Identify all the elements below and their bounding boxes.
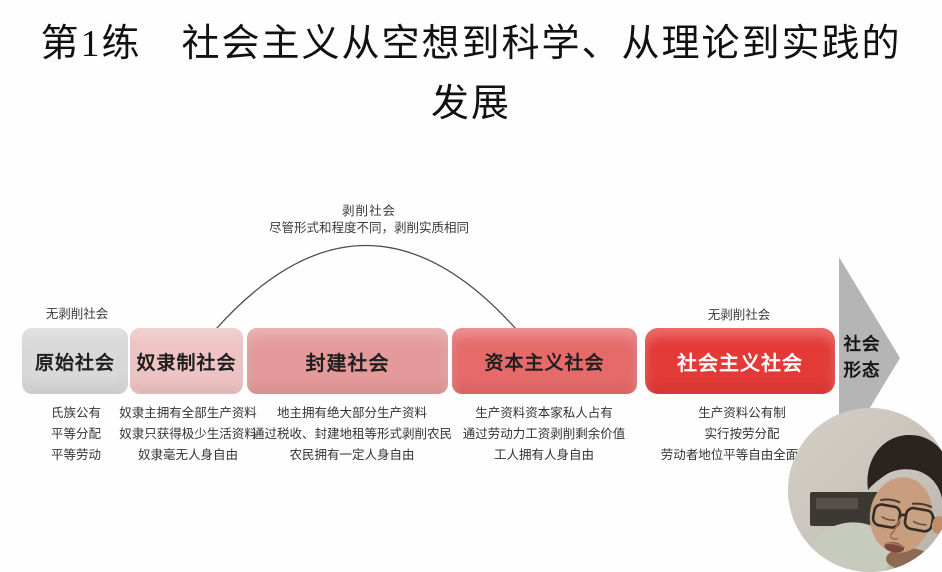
arrow-label-line-1: 社会: [843, 334, 881, 354]
ear: [931, 516, 942, 534]
desc-line: 奴隶毫无人身自由: [137, 448, 239, 462]
presenter-illustration: [788, 408, 942, 572]
desc-line: 生产资料资本家私人占有: [475, 406, 613, 420]
desc-line: 工人拥有人身自由: [493, 448, 595, 462]
stage-label-3: 封建社会: [305, 352, 390, 375]
desc-line: 奴隶只获得极少生活资料: [119, 427, 257, 441]
hair: [867, 434, 942, 499]
upper-lip: [884, 542, 905, 548]
exploit-annotation: 剥削社会 尽管形式和程度不同，剥削实质相同: [269, 203, 469, 237]
stage-label-2: 奴隶制社会: [136, 352, 237, 374]
desc-line: 劳动者地位平等自由全面发展: [660, 448, 824, 462]
webcam-overlay: [788, 408, 942, 572]
desc-line: 奴隶主拥有全部生产资料: [119, 406, 257, 420]
exploit-arc: [215, 244, 517, 330]
tv-screen-glare: [816, 498, 858, 509]
stage-label-1: 原始社会: [34, 352, 115, 374]
desc-line: 平等分配: [50, 427, 102, 441]
stage-desc-2: 奴隶主拥有全部生产资料 奴隶只获得极少生活资料 奴隶毫无人身自由: [119, 403, 257, 466]
face-group: [869, 477, 942, 553]
social-form-arrow-label: 社会 形态: [839, 331, 885, 383]
exploit-annotation-title: 剥削社会: [341, 204, 397, 218]
stage-label-5: 社会主义社会: [677, 352, 803, 375]
page-title: 第1练 社会主义从空想到科学、从理论到实践的 发展: [0, 14, 942, 134]
stage-desc-1: 氏族公有 平等分配 平等劳动: [51, 403, 101, 466]
title-line-1: 第1练 社会主义从空想到科学、从理论到实践的: [40, 23, 902, 65]
desc-line: 平等劳动: [50, 448, 102, 462]
stage-desc-5: 生产资料公有制 实行按劳分配 劳动者地位平等自由全面发展: [661, 403, 824, 466]
stage-block-2: 奴隶制社会: [130, 328, 243, 394]
desc-line: 通过税收、封建地租等形式剥削农民: [251, 427, 453, 441]
stage-block-1: 原始社会: [22, 328, 128, 394]
desc-line: 生产资料公有制: [698, 406, 786, 420]
arrow-label-line-2: 形态: [843, 360, 881, 380]
stage-block-4: 资本主义社会: [452, 328, 637, 394]
stage-desc-3: 地主拥有绝大部分生产资料 通过税收、封建地租等形式剥削农民 农民拥有一定人身自由: [252, 403, 452, 466]
stage-desc-4: 生产资料资本家私人占有 通过劳动力工资剥削剩余价值 工人拥有人身自由: [463, 403, 626, 466]
exploit-annotation-subtitle: 尽管形式和程度不同，剥削实质相同: [268, 221, 470, 235]
eye-right: [912, 520, 927, 526]
desc-line: 通过劳动力工资剥削剩余价值: [462, 427, 626, 441]
stage-label-4: 资本主义社会: [484, 352, 605, 374]
title-line-2: 发展: [430, 83, 511, 125]
eye-left: [880, 515, 896, 521]
desc-line: 农民拥有一定人身自由: [289, 448, 415, 462]
desc-line: 实行按劳分配: [704, 427, 780, 441]
eyebrow-left: [880, 498, 901, 504]
desc-line: 氏族公有: [50, 406, 102, 420]
glasses-icon: [871, 503, 942, 533]
no-exploit-label-left: 无剥削社会: [45, 307, 109, 321]
desc-line: 地主拥有绝大部分生产资料: [276, 406, 428, 420]
no-exploit-label-right: 无剥削社会: [707, 308, 771, 322]
stage-block-5: 社会主义社会: [645, 328, 835, 394]
eyebrow-right: [912, 502, 933, 509]
stage-block-3: 封建社会: [247, 328, 448, 394]
nose: [889, 517, 902, 540]
